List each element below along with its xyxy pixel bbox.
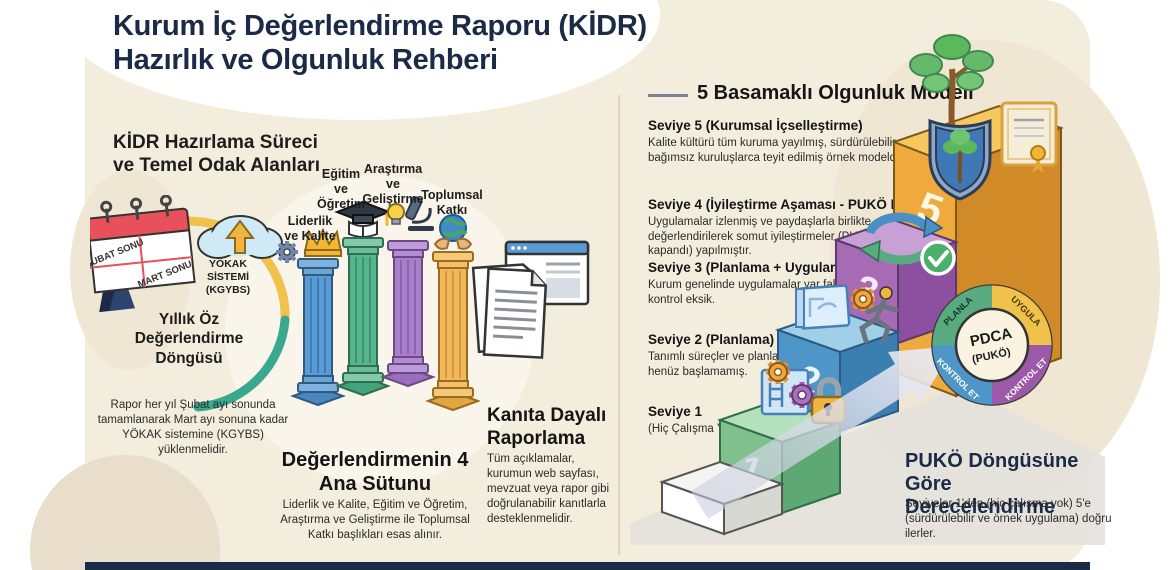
maturity-leader-line — [648, 94, 688, 97]
four-pillars-illustration — [276, 196, 480, 412]
evidence-title: Kanıta Dayalı Raporlama — [487, 405, 607, 449]
documents-icon — [471, 240, 590, 359]
pdca-ring: PLANLA UYGULA KONTROL ET KONTROL ET PDCA… — [931, 284, 1053, 406]
gear-icon — [766, 360, 790, 384]
level-4-block: Seviye 4 (İyileştirme Aşaması - PUKÖ Kap… — [648, 197, 953, 259]
pillar-leadership-quality — [276, 227, 346, 407]
yokak-system-label: YÖKAK SİSTEMİ (KGYBS) — [205, 258, 251, 297]
pillar-label-social: Toplumsal Katkı — [421, 188, 483, 217]
page-title: Kurum İç Değerlendirme Raporu (KİDR) Haz… — [113, 10, 693, 78]
cycle-check-icon — [858, 212, 956, 276]
gears-icon — [276, 241, 298, 263]
upload-arrow-icon — [224, 219, 256, 254]
pillars-note: Liderlik ve Kalite, Eğitim ve Öğretim, A… — [280, 499, 470, 541]
process-heading-line1: KİDR Hazırlama Süreci — [113, 132, 318, 153]
certificate-icon — [1000, 101, 1058, 173]
level-1-block: Seviye 1 (Hiç Çalışma Yok) — [648, 404, 920, 437]
level-5-desc: Kalite kültürü tüm kuruma yayılmış, sürd… — [648, 137, 912, 164]
staircase-illustration: 5 — [630, 34, 1105, 545]
calendar-icon: ŞUBAT SONU MART SONU — [90, 195, 196, 313]
pillar-label-research: Araştırma ve Geliştirme — [362, 162, 424, 206]
runner-icon — [859, 286, 899, 344]
graduation-cap-book-icon — [334, 200, 392, 238]
annual-cycle-illustration: ŞUBAT SONU MART SONU — [90, 195, 290, 412]
shield-tree-icon — [928, 118, 992, 201]
process-heading-line2: ve Temel Odak Alanları — [113, 154, 320, 176]
gear-icon — [789, 382, 815, 408]
pillar-education — [334, 200, 392, 397]
level-5-block: Seviye 5 (Kurumsal İçselleştirme) Kalite… — [648, 118, 920, 165]
tree-icon — [909, 34, 994, 126]
pillar-research — [380, 196, 436, 388]
level-4-desc: Uygulamalar izlenmiş ve paydaşlarla birl… — [648, 216, 875, 258]
pillars-title: Değerlendirmenin 4 Ana Sütunu — [281, 449, 469, 495]
level-1-desc: (Hiç Çalışma Yok) — [648, 423, 740, 435]
ascending-arrow — [691, 346, 955, 519]
level-2-name: Seviye 2 (Planlama) — [648, 332, 775, 347]
page-title-line2: Hazırlık ve Olgunluk Rehberi — [113, 43, 498, 76]
cloud-upload-icon — [197, 215, 283, 259]
level-3-name: Seviye 3 (Planlama + Uygulama) — [648, 260, 854, 275]
blueprint-icon — [795, 284, 851, 330]
pillar-label-leadership: Liderlik ve Kalite — [284, 214, 336, 243]
crown-icon — [303, 227, 343, 257]
bulb-microscope-icon — [387, 196, 434, 231]
evidence-note: Tüm açıklamalar, kurumun web sayfası, me… — [487, 453, 610, 525]
pillar-label-education: Eğitim ve Öğretim — [317, 167, 365, 211]
document-page-icon — [471, 263, 548, 359]
process-section-heading: KİDR Hazırlama Süreci ve Temel Odak Alan… — [113, 132, 353, 178]
grading-note: Seviyeler 1'den (hiç çalışma yok) 5'e (s… — [905, 498, 1112, 540]
annual-cycle-title: Yıllık Öz Değerlendirme Döngüsü — [134, 311, 244, 367]
gear-icon — [851, 287, 875, 311]
footer-bar — [85, 562, 1090, 570]
pillar-social-contribution — [425, 214, 480, 412]
page-title-line1: Kurum İç Değerlendirme Raporu (KİDR) — [113, 10, 647, 42]
level-4-name: Seviye 4 (İyileştirme Aşaması - PUKÖ Kap… — [648, 197, 953, 212]
level-5-name: Seviye 5 (Kurumsal İçselleştirme) — [648, 118, 863, 133]
section-divider — [618, 95, 620, 555]
maturity-model-title: 5 Basamaklı Olgunluk Modeli — [697, 82, 974, 104]
annual-cycle-note: Rapor her yıl Şubat ayı sonunda tamamlan… — [97, 399, 289, 456]
cycle-arc-icon — [193, 315, 290, 412]
hands-globe-icon — [433, 214, 473, 250]
grading-title: PUKÖ Döngüsüne Göre Derecelendirme — [905, 450, 1079, 518]
level-1-name: Seviye 1 — [648, 404, 703, 419]
